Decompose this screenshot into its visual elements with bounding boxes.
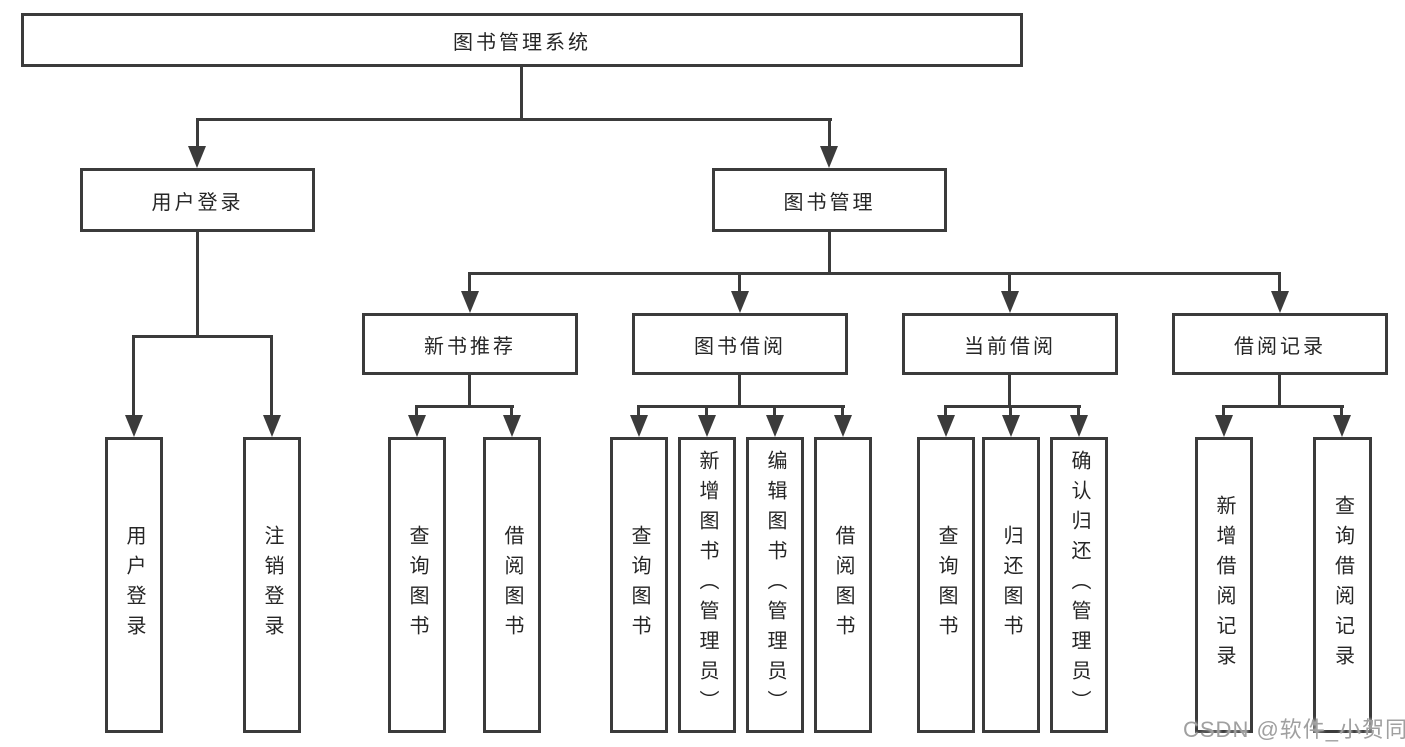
connector-line (1009, 405, 1012, 419)
connector-line (1008, 375, 1011, 405)
arrow-down-icon (1001, 291, 1019, 313)
arrow-down-icon (503, 415, 521, 437)
arrow-down-icon (630, 415, 648, 437)
connector-line (705, 405, 708, 419)
node-add-borrow-record: 新增借阅记录 (1195, 437, 1253, 733)
connector-line (828, 232, 831, 272)
node-library-system: 图书管理系统 (21, 13, 1023, 67)
node-borrow-books-borrowing: 借阅图书 (814, 437, 872, 733)
connector-line (1077, 405, 1080, 419)
arrow-down-icon (125, 415, 143, 437)
connector-line (415, 405, 514, 408)
arrow-down-icon (731, 291, 749, 313)
connector-line (132, 335, 135, 417)
connector-line (510, 405, 513, 419)
node-edit-book-admin: 编辑图书（管理员） (746, 437, 804, 733)
connector-line (1278, 272, 1281, 295)
arrow-down-icon (1215, 415, 1233, 437)
connector-line (1008, 272, 1011, 295)
connector-line (196, 118, 199, 150)
node-query-books-current: 查询图书 (917, 437, 975, 733)
connector-line (468, 272, 1281, 275)
connector-line (520, 67, 523, 118)
connector-line (1278, 375, 1281, 405)
connector-line (270, 335, 273, 417)
node-borrow-books-recommend: 借阅图书 (483, 437, 541, 733)
node-book-borrowing: 图书借阅 (632, 313, 848, 375)
watermark: CSDN @软件_小贺同学 (1183, 717, 1405, 742)
node-book-management: 图书管理 (712, 168, 947, 232)
node-current-borrowing: 当前借阅 (902, 313, 1118, 375)
arrow-down-icon (1333, 415, 1351, 437)
node-confirm-return-admin: 确认归还（管理员） (1050, 437, 1108, 733)
connector-line (944, 405, 1081, 408)
connector-line (1222, 405, 1344, 408)
connector-line (738, 272, 741, 295)
node-logout: 注销登录 (243, 437, 301, 733)
connector-line (841, 405, 844, 419)
node-new-book-recommend: 新书推荐 (362, 313, 578, 375)
connector-line (944, 405, 947, 419)
node-borrow-records: 借阅记录 (1172, 313, 1388, 375)
connector-line (415, 405, 418, 419)
connector-line (637, 405, 640, 419)
connector-line (828, 118, 831, 150)
arrow-down-icon (834, 415, 852, 437)
connector-line (468, 272, 471, 295)
node-return-book: 归还图书 (982, 437, 1040, 733)
connector-line (738, 375, 741, 405)
node-add-book-admin: 新增图书（管理员） (678, 437, 736, 733)
arrow-down-icon (1070, 415, 1088, 437)
arrow-down-icon (698, 415, 716, 437)
connector-line (196, 232, 199, 335)
arrow-down-icon (766, 415, 784, 437)
arrow-down-icon (461, 291, 479, 313)
connector-line (196, 118, 832, 121)
arrow-down-icon (937, 415, 955, 437)
node-query-books-recommend: 查询图书 (388, 437, 446, 733)
arrow-down-icon (1002, 415, 1020, 437)
arrow-down-icon (263, 415, 281, 437)
node-query-books-borrowing: 查询图书 (610, 437, 668, 733)
node-query-borrow-record: 查询借阅记录 (1313, 437, 1372, 733)
arrow-down-icon (1271, 291, 1289, 313)
connector-line (637, 405, 845, 408)
node-user-login: 用户登录 (80, 168, 315, 232)
connector-line (1222, 405, 1225, 419)
connector-line (773, 405, 776, 419)
arrow-down-icon (820, 146, 838, 168)
connector-line (132, 335, 273, 338)
node-user-login-leaf: 用户登录 (105, 437, 163, 733)
connector-line (468, 375, 471, 405)
arrow-down-icon (188, 146, 206, 168)
arrow-down-icon (408, 415, 426, 437)
connector-line (1340, 405, 1343, 419)
